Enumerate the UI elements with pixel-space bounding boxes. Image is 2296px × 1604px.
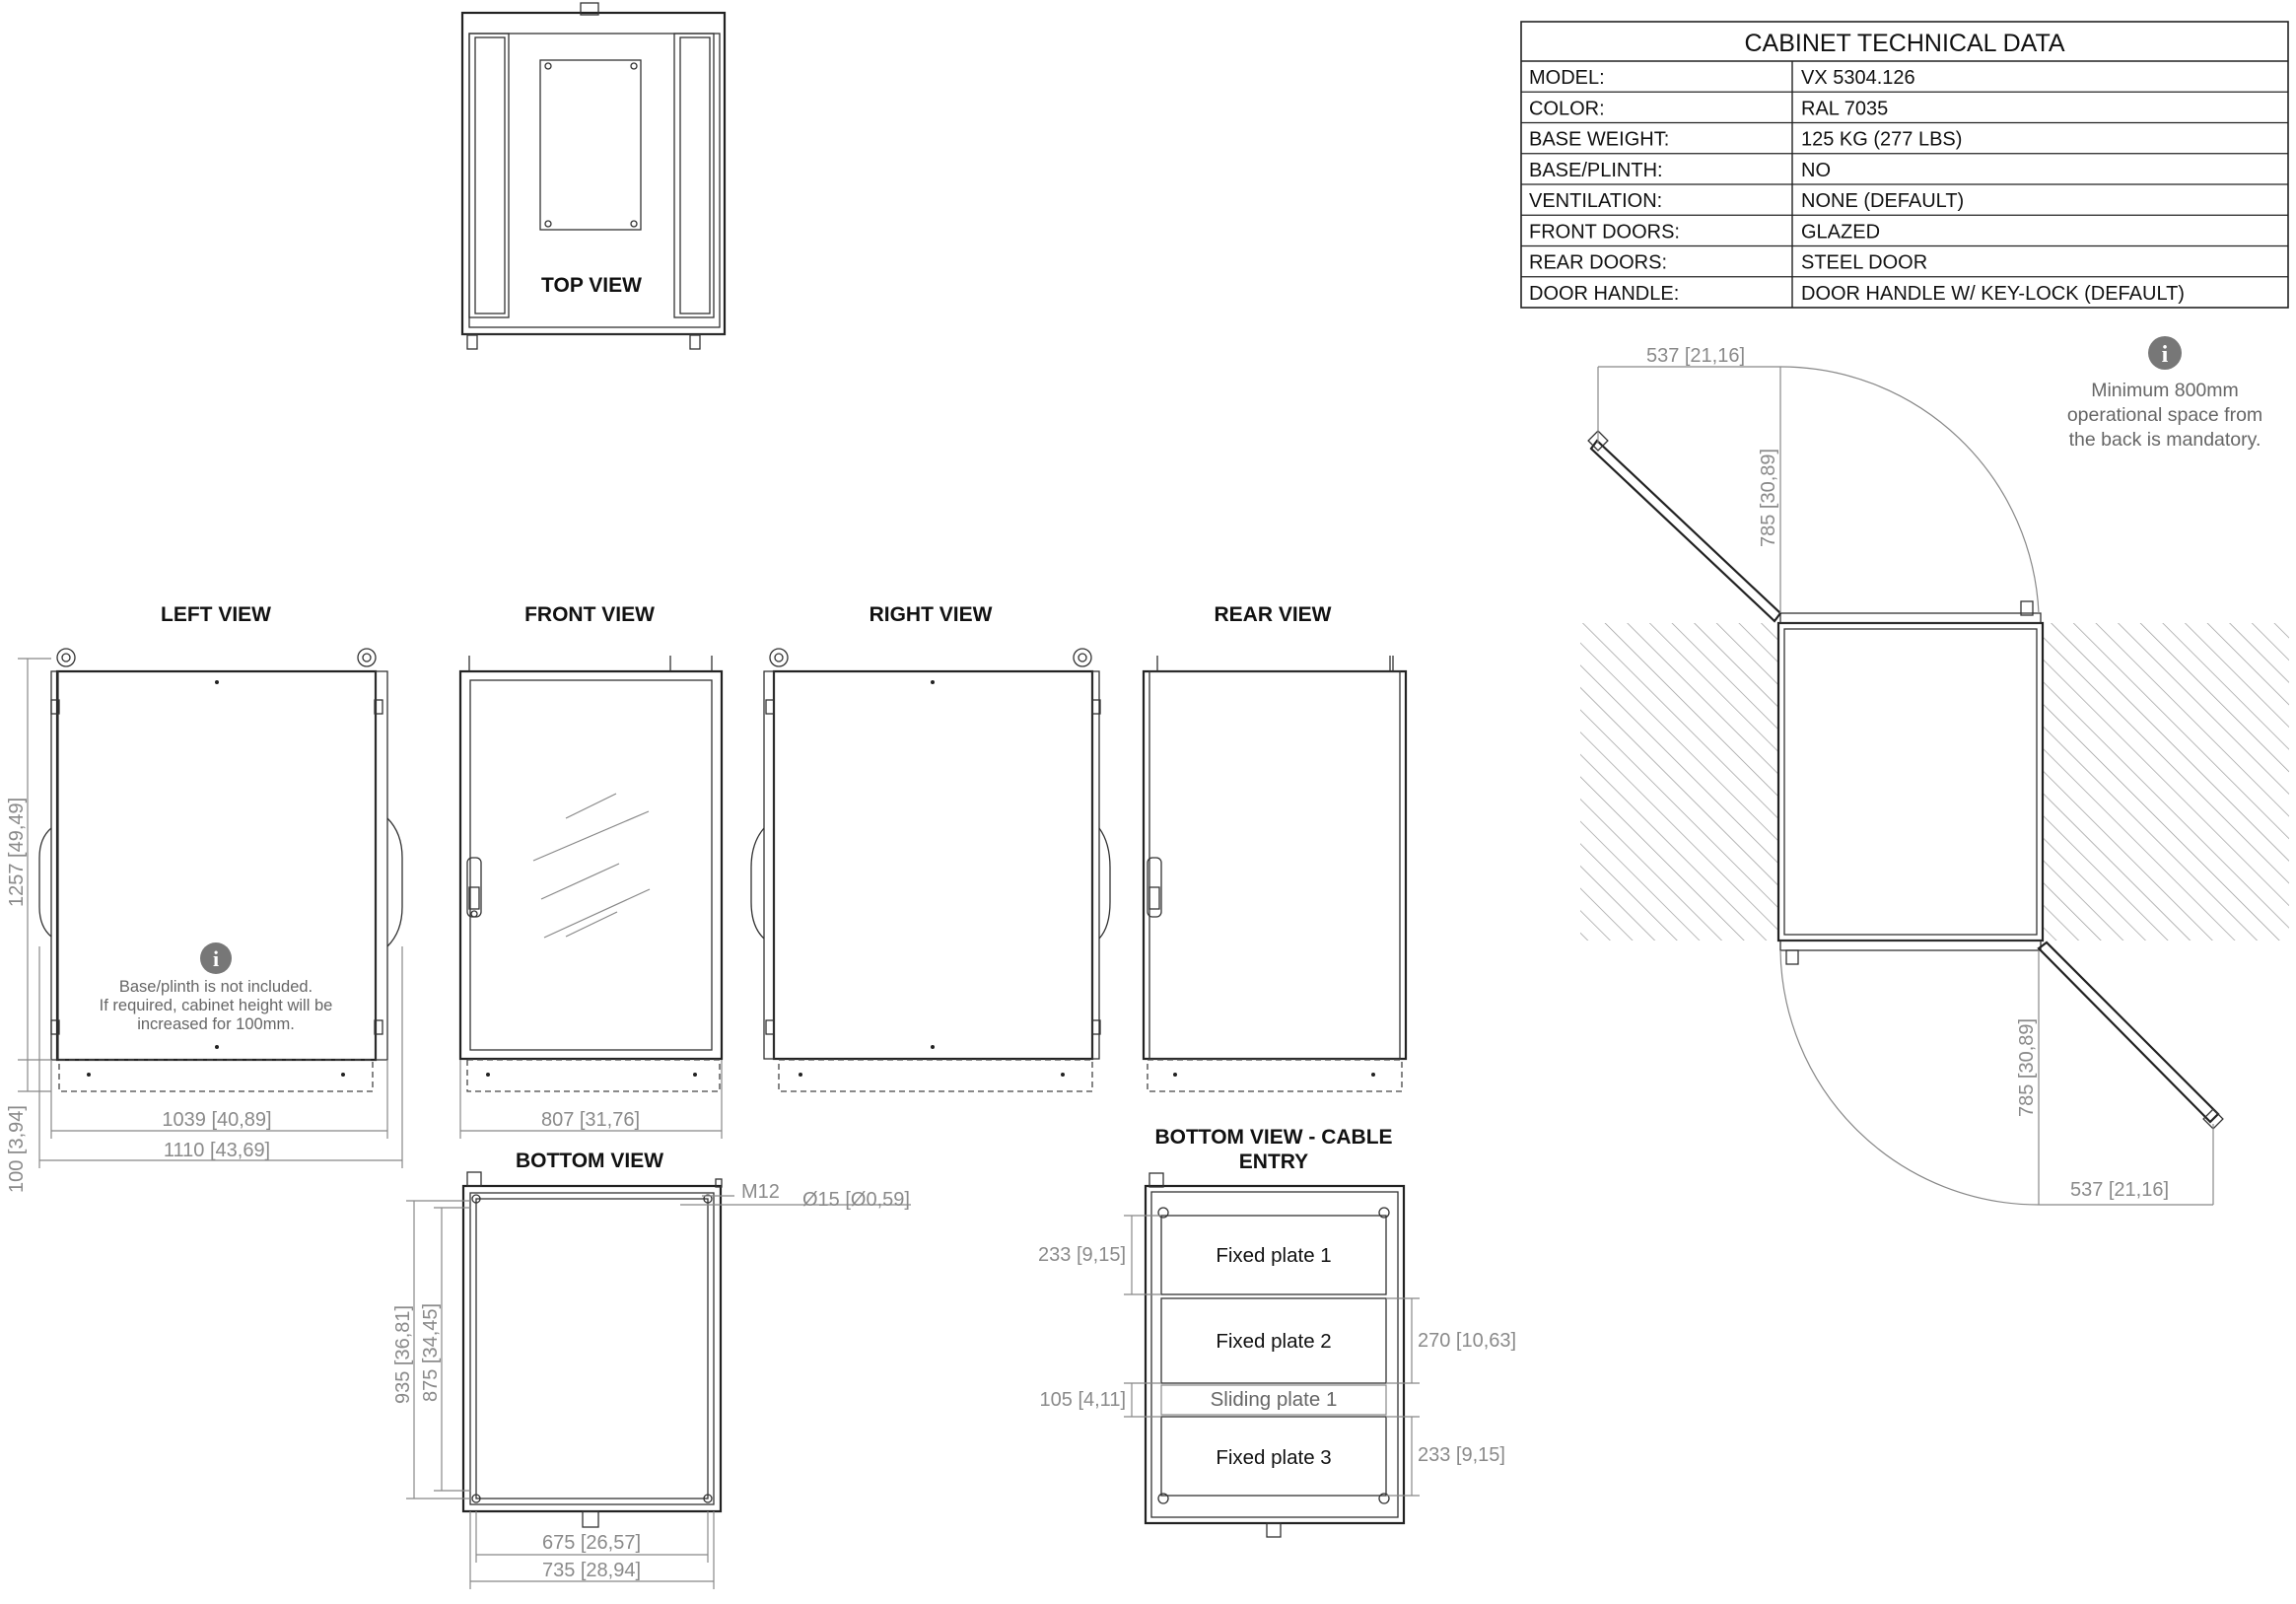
fixed-plate-2 bbox=[1160, 1297, 1387, 1384]
cable-entry-label-line1: BOTTOM VIEW - CABLE bbox=[1154, 1126, 1392, 1149]
left-view-plinth-outline bbox=[58, 1059, 374, 1092]
cable-entry-label-line2: ENTRY bbox=[1239, 1151, 1308, 1173]
fixed-plate-3 bbox=[1160, 1416, 1387, 1497]
fixed-plate-1 bbox=[1160, 1215, 1387, 1295]
front-door-open bbox=[1589, 439, 1782, 623]
table-row-label: REAR DOORS: bbox=[1529, 252, 1667, 274]
table-row-label: BASE/PLINTH: bbox=[1529, 160, 1663, 181]
left-view-label: LEFT VIEW bbox=[161, 603, 271, 626]
dim-plinth-height: 100 [3,94] bbox=[6, 1105, 28, 1193]
bottom-view-label: BOTTOM VIEW bbox=[516, 1150, 663, 1172]
table-row-value: NO bbox=[1801, 160, 1831, 181]
front-view-plinth-outline bbox=[466, 1059, 721, 1092]
table-row-value: STEEL DOOR bbox=[1801, 252, 1927, 274]
fixed-plate-1-label: Fixed plate 1 bbox=[1216, 1244, 1331, 1267]
table-row-label: BASE WEIGHT: bbox=[1529, 129, 1669, 151]
table-row-label: COLOR: bbox=[1529, 98, 1605, 119]
plinth-note-line2: If required, cabinet height will be bbox=[100, 997, 333, 1014]
right-view-label: RIGHT VIEW bbox=[870, 603, 993, 626]
svg-text:i: i bbox=[213, 946, 219, 971]
dim-door-swing-top: 537 [21,16] bbox=[1646, 345, 1745, 367]
dim-bottom-depth-outer: 935 [36,81] bbox=[392, 1305, 414, 1404]
front-view: 807 [31,76] bbox=[458, 656, 724, 1139]
top-view-cover-plate bbox=[539, 59, 642, 231]
rear-view-handle bbox=[1147, 857, 1162, 918]
dim-depth-inner: 1039 [40,89] bbox=[162, 1109, 271, 1131]
fixed-plate-3-label: Fixed plate 3 bbox=[1216, 1446, 1331, 1469]
dim-door-radius-bottom: 785 [30,89] bbox=[2016, 1018, 2038, 1117]
info-icon bbox=[200, 942, 232, 974]
bottom-view-outline bbox=[461, 1184, 723, 1513]
right-view bbox=[750, 648, 1111, 1092]
table-row-value: 125 KG (277 LBS) bbox=[1801, 129, 1962, 151]
table-row-value: DOOR HANDLE W/ KEY-LOCK (DEFAULT) bbox=[1801, 283, 2185, 305]
dim-bottom-depth-inner: 875 [34,45] bbox=[420, 1303, 442, 1402]
dim-plate-c: 233 [9,15] bbox=[1418, 1444, 1505, 1466]
left-view: i Base/plinth is not included. If requir… bbox=[6, 648, 403, 1193]
dim-plate-a: 233 [9,15] bbox=[1038, 1244, 1126, 1266]
table-title: CABINET TECHNICAL DATA bbox=[1744, 30, 2064, 57]
space-note-line1: Minimum 800mm bbox=[2091, 380, 2239, 401]
right-view-plinth-outline bbox=[778, 1059, 1093, 1092]
table-row-value: GLAZED bbox=[1801, 221, 1880, 243]
dim-height-total: 1257 [49,49] bbox=[6, 798, 28, 907]
dim-door-swing-bottom: 537 [21,16] bbox=[2070, 1179, 2169, 1201]
technical-data-table: CABINET TECHNICAL DATA MODEL: VX 5304.126… bbox=[1520, 21, 2289, 309]
rear-door-open bbox=[2037, 941, 2220, 1124]
dim-front-width: 807 [31,76] bbox=[541, 1109, 640, 1131]
table-row-label: DOOR HANDLE: bbox=[1529, 283, 1679, 305]
dim-depth-outer: 1110 [43,69] bbox=[164, 1140, 270, 1161]
space-note-line3: the back is mandatory. bbox=[2069, 429, 2261, 451]
table-row-label: MODEL: bbox=[1529, 67, 1605, 89]
dim-door-radius-top: 785 [30,89] bbox=[1758, 449, 1779, 547]
top-view-rail-left bbox=[468, 33, 510, 318]
top-view-label: TOP VIEW bbox=[541, 274, 642, 297]
sliding-plate-1 bbox=[1160, 1384, 1387, 1416]
right-view-outline bbox=[772, 669, 1094, 1061]
wall-hatch-right bbox=[2043, 623, 2289, 941]
front-door-swing-arc bbox=[1779, 366, 2040, 614]
dim-hole: Ø15 [Ø0,59] bbox=[802, 1189, 910, 1211]
plinth-note-line1: Base/plinth is not included. bbox=[119, 978, 313, 996]
top-view-rail-right bbox=[673, 33, 715, 318]
svg-text:i: i bbox=[2162, 342, 2169, 368]
dim-bottom-width-inner: 675 [26,57] bbox=[542, 1532, 641, 1554]
table-row-value: VX 5304.126 bbox=[1801, 67, 1915, 89]
table-row-label: FRONT DOORS: bbox=[1529, 221, 1680, 243]
dim-bolt: M12 bbox=[741, 1181, 780, 1203]
rear-view bbox=[1142, 656, 1408, 1092]
dim-plate-b: 270 [10,63] bbox=[1418, 1330, 1516, 1352]
dim-plate-sliding: 105 [4,11] bbox=[1040, 1389, 1126, 1411]
cable-entry-outline bbox=[1144, 1184, 1406, 1525]
rear-view-label: REAR VIEW bbox=[1214, 603, 1331, 626]
glass-reflection bbox=[565, 793, 617, 819]
top-view: TOP VIEW bbox=[460, 2, 727, 350]
table-row-value: NONE (DEFAULT) bbox=[1801, 190, 1964, 212]
bottom-view-cable-entry: Fixed plate 1 Fixed plate 2 Sliding plat… bbox=[1038, 1172, 1516, 1538]
plan-view-door-swing: 537 [21,16] 785 [30,89] 785 [30,89] 537 … bbox=[1580, 336, 2289, 1206]
table-row-label: VENTILATION: bbox=[1529, 190, 1662, 212]
info-icon bbox=[2148, 336, 2182, 370]
plinth-note-line3: increased for 100mm. bbox=[137, 1015, 295, 1033]
wall-hatch-left bbox=[1580, 623, 1778, 941]
sliding-plate-1-label: Sliding plate 1 bbox=[1211, 1388, 1338, 1411]
space-note-line2: operational space from bbox=[2067, 404, 2262, 426]
front-view-outline bbox=[458, 669, 724, 1061]
bottom-view: M12 Ø15 [Ø0,59] 935 [36,81] 875 [34,45] … bbox=[392, 1171, 911, 1589]
fixed-plate-2-label: Fixed plate 2 bbox=[1216, 1330, 1331, 1353]
dim-bottom-width-outer: 735 [28,94] bbox=[542, 1560, 641, 1581]
table-row-value: RAL 7035 bbox=[1801, 98, 1888, 119]
front-view-label: FRONT VIEW bbox=[524, 603, 655, 626]
rear-door-swing-arc bbox=[1779, 949, 2040, 1206]
rear-view-outline bbox=[1142, 669, 1408, 1061]
rear-view-plinth-outline bbox=[1147, 1059, 1403, 1092]
plan-cabinet-outline bbox=[1776, 621, 2045, 942]
front-view-glass bbox=[469, 679, 713, 1051]
